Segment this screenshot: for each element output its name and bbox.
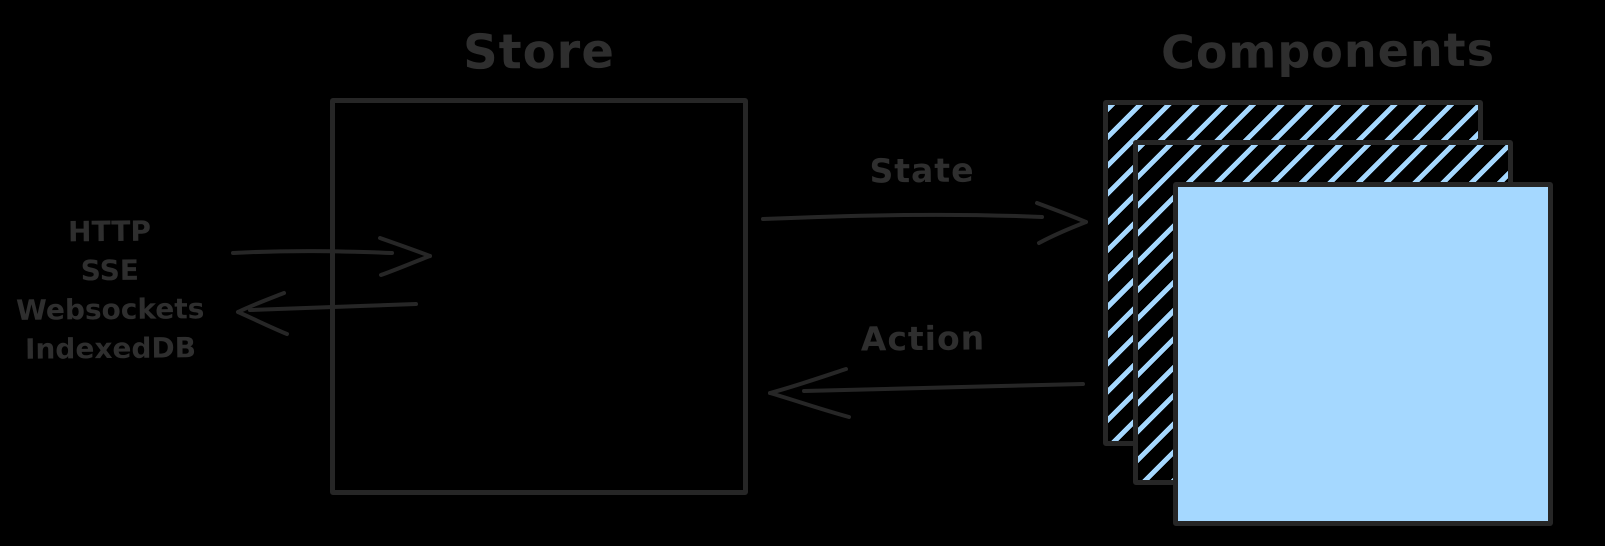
transport-item-http: HTTP: [67, 214, 152, 249]
transport-list: HTTP SSE Websockets IndexedDB: [9, 211, 210, 369]
state-label: State: [869, 150, 975, 191]
action-label: Action: [860, 318, 986, 359]
components-title: Components: [1160, 22, 1496, 80]
component-card-front: [1173, 182, 1553, 526]
store-title: Store: [462, 23, 616, 81]
transport-item-sse: SSE: [80, 253, 140, 288]
transport-item-indexeddb: IndexedDB: [24, 331, 197, 366]
state-arrow: [761, 201, 1088, 245]
transport-item-websockets: Websockets: [15, 292, 205, 327]
store-box: [330, 98, 748, 495]
action-arrow: [768, 367, 1085, 419]
